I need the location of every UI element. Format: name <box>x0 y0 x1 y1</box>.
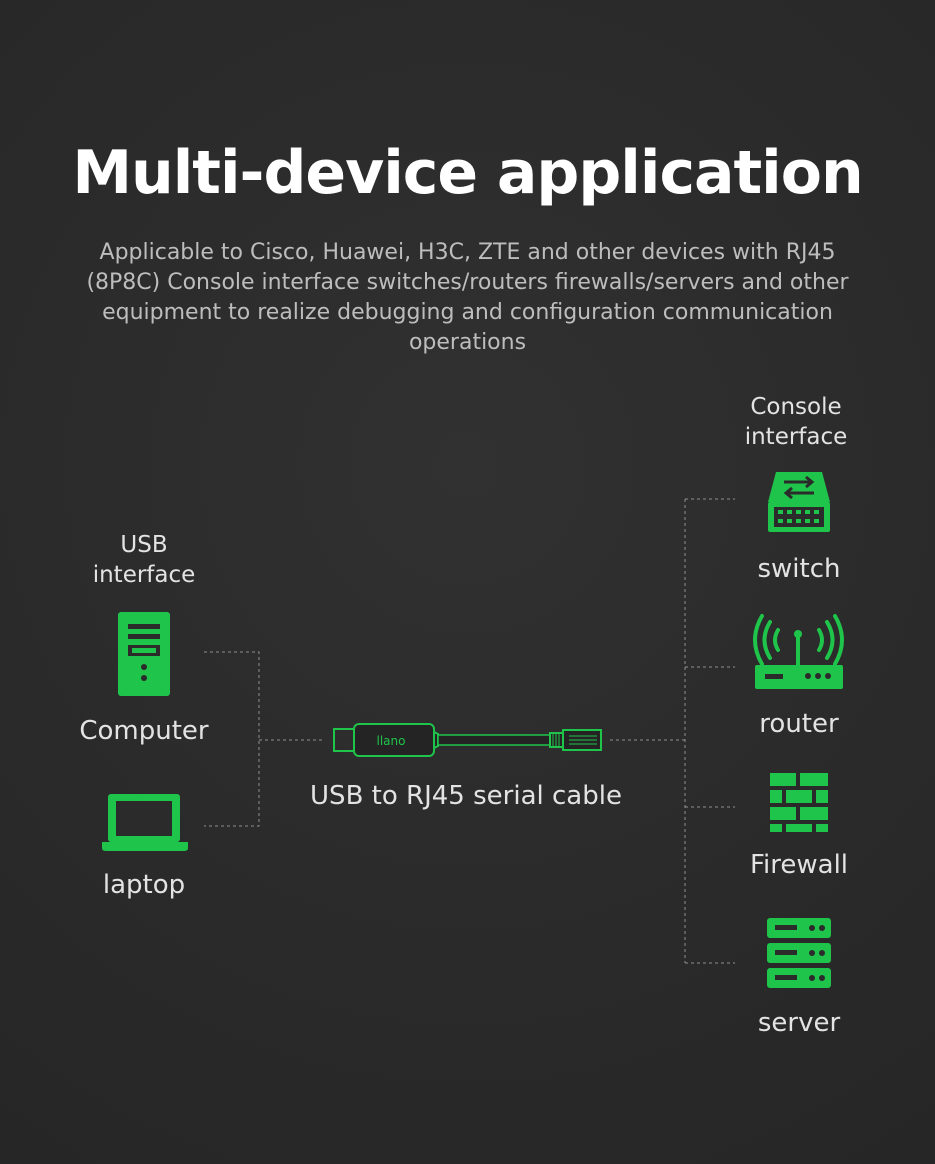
usb-interface-heading-line2: interface <box>92 562 196 588</box>
cable-label: USB to RJ45 serial cable <box>310 781 622 811</box>
computer-tower-icon <box>118 612 170 696</box>
usb-rj45-cable: llano <box>333 723 602 757</box>
firewall-icon <box>770 773 828 832</box>
computer-label: Computer <box>79 716 209 746</box>
switch-label: switch <box>757 554 841 584</box>
right-connector-lines <box>610 498 735 964</box>
switch-icon <box>768 472 830 532</box>
router-icon <box>753 614 844 689</box>
cable-brand-label: llano <box>377 734 406 748</box>
laptop-label: laptop <box>102 870 186 900</box>
usb-interface-heading-line1: USB <box>120 532 168 558</box>
left-connector-lines <box>204 651 325 827</box>
router-label: router <box>759 709 839 739</box>
console-interface-heading-line2: interface <box>744 424 848 450</box>
page-title: Multi-device application <box>72 138 863 208</box>
console-interface-heading-line1: Console <box>750 394 842 420</box>
laptop-icon <box>102 794 188 851</box>
console-interface-heading: Console interface <box>716 392 876 452</box>
usb-interface-heading: USB interface <box>64 530 224 590</box>
server-icon <box>767 918 831 988</box>
server-label: server <box>757 1008 841 1038</box>
page-subtitle: Applicable to Cisco, Huawei, H3C, ZTE an… <box>86 240 849 355</box>
firewall-label: Firewall <box>749 850 849 880</box>
